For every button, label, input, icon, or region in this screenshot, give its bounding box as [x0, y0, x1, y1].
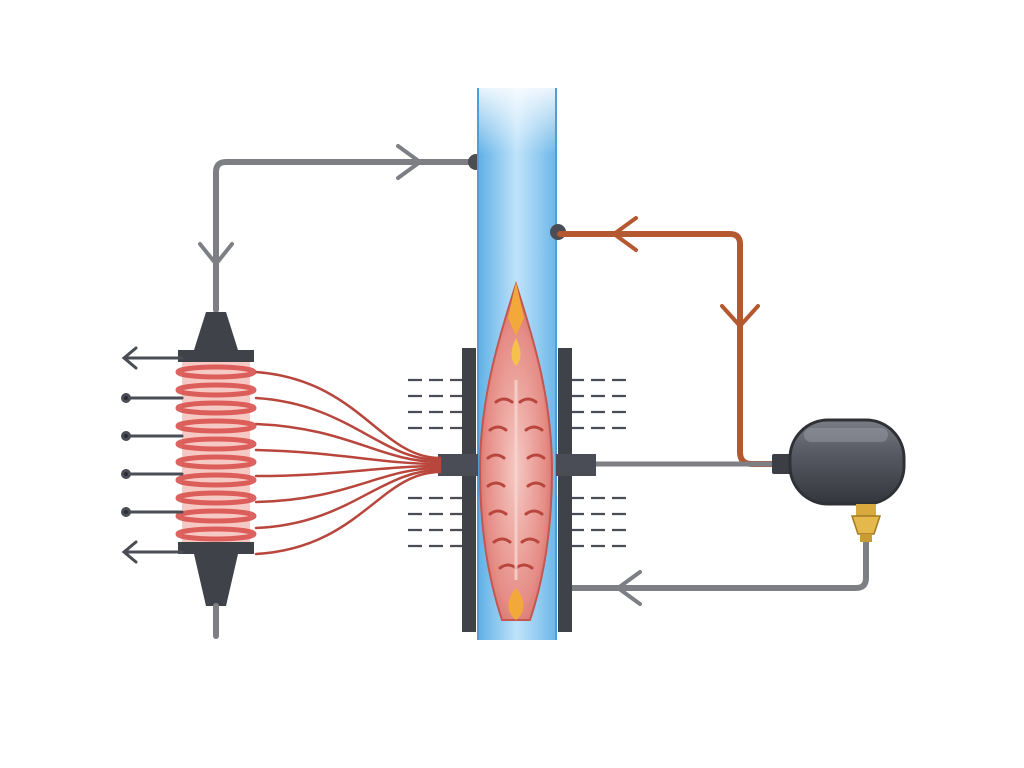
orange-loop-pipe: [550, 216, 787, 467]
heater-fin-lines: [408, 378, 626, 548]
arrow-left-icon: [121, 540, 138, 564]
flame-icon: [508, 282, 524, 336]
tank-valve-body: [850, 515, 882, 535]
arrow-right-icon: [396, 144, 422, 180]
arrow-left-icon: [121, 346, 138, 370]
exchanger-leads: [121, 346, 184, 564]
flame-icon: [511, 338, 521, 366]
arrow-down-icon: [720, 304, 760, 328]
arrow-left-icon: [616, 570, 642, 606]
gray-return-pipe: [569, 537, 869, 606]
gray-loop-top-pipe: [198, 144, 484, 313]
heat-transfer-lines: [254, 370, 442, 556]
flame-icon: [508, 588, 524, 620]
coil-heat-exchanger: [175, 312, 257, 639]
heater-chamber: [438, 280, 596, 632]
pressure-tank: [772, 418, 906, 542]
arrow-left-icon: [612, 216, 638, 252]
arrow-down-icon: [198, 242, 234, 266]
tank-valve: [856, 504, 876, 516]
